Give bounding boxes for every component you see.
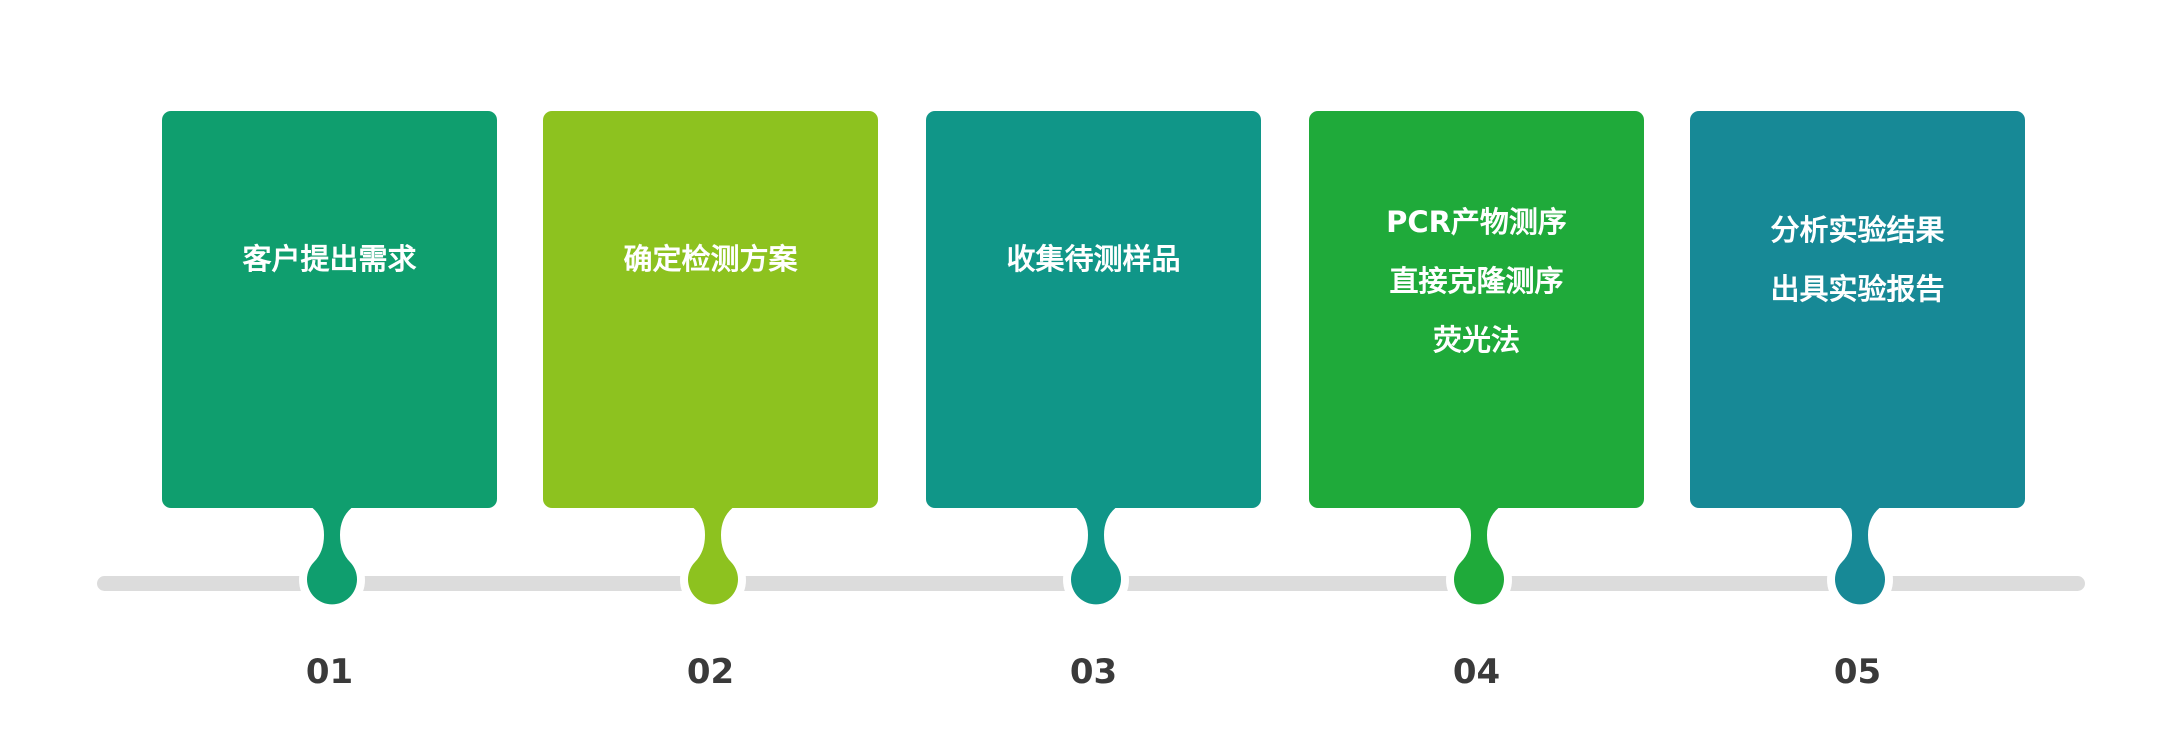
step-card: PCR产物测序直接克隆测序荧光法: [1309, 111, 1644, 508]
step-number: 01: [305, 652, 354, 692]
step-card: 收集待测样品: [926, 111, 1261, 508]
process-step: 确定检测方案 02: [543, 0, 878, 744]
step-text: 确定检测方案: [623, 242, 798, 276]
step-number: 04: [1452, 652, 1501, 692]
step-card: 客户提出需求: [162, 111, 497, 508]
timeline-node: [307, 500, 357, 605]
step-text: 客户提出需求: [242, 242, 417, 276]
process-step: PCR产物测序直接克隆测序荧光法 04: [1309, 0, 1644, 744]
step-number: 03: [1069, 652, 1118, 692]
process-step: 收集待测样品 03: [926, 0, 1261, 744]
step-card: 分析实验结果出具实验报告: [1690, 111, 2025, 508]
step-number: 05: [1833, 652, 1882, 692]
timeline-node-connector: [1827, 500, 1893, 613]
timeline-node: [1454, 500, 1504, 605]
timeline-node: [1835, 500, 1885, 605]
timeline-node-connector: [1063, 500, 1129, 613]
step-text: 分析实验结果: [1770, 213, 1945, 247]
step-number: 02: [686, 652, 735, 692]
process-step: 客户提出需求 01: [162, 0, 497, 744]
step-text: 荧光法: [1432, 323, 1520, 357]
step-card: 确定检测方案: [543, 111, 878, 508]
timeline-node: [688, 500, 738, 605]
timeline-node: [1071, 500, 1121, 605]
step-text: PCR产物测序: [1386, 205, 1567, 239]
step-text: 出具实验报告: [1770, 272, 1945, 306]
step-text: 收集待测样品: [1006, 242, 1181, 276]
process-step: 分析实验结果出具实验报告 05: [1690, 0, 2025, 744]
timeline-node-connector: [299, 500, 365, 613]
step-text: 直接克隆测序: [1389, 264, 1564, 298]
timeline-node-connector: [1446, 500, 1512, 613]
timeline-node-connector: [680, 500, 746, 613]
